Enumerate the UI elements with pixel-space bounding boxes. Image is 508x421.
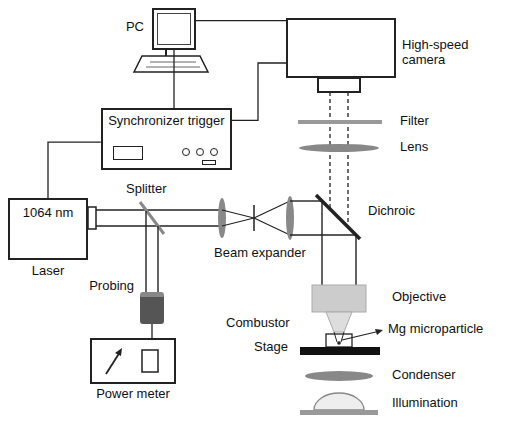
part-label: Mg microparticle (388, 322, 483, 337)
keyboard-keys (150, 62, 196, 63)
device-label: Laser (32, 264, 65, 279)
probe-head: Probing (140, 292, 164, 324)
part-label: Combustor (226, 316, 290, 331)
switch-slot (202, 160, 216, 165)
lamp-base (300, 410, 378, 415)
part-label: Illumination (392, 396, 458, 411)
part-label: Stage (254, 340, 288, 355)
device-label: Power meter (96, 387, 170, 402)
laser-beam (222, 210, 254, 218)
readout (142, 350, 158, 372)
laser-beam (290, 234, 356, 235)
condenser (305, 371, 373, 381)
signal-wire (151, 324, 152, 338)
laser-beam (254, 218, 290, 235)
signal-wire (196, 20, 286, 21)
signal-wire (48, 142, 101, 198)
part-label: Splitter (126, 182, 166, 197)
part-label: Filter (400, 114, 429, 129)
wavelength-text: 1064 nm (10, 206, 86, 221)
display-window (113, 146, 143, 160)
lamp-dome (314, 393, 364, 410)
laser-box: 1064 nmLaser (8, 198, 88, 260)
meter-dial (92, 340, 174, 382)
mg-particle (337, 341, 341, 345)
stage (300, 347, 380, 355)
keyboard (134, 56, 208, 72)
beam-splitter (140, 202, 164, 234)
device-label: PC (126, 20, 144, 35)
keyboard-keys (146, 67, 200, 68)
laser-aperture (88, 207, 96, 229)
leader-arrow (375, 329, 383, 335)
signal-wire (173, 50, 174, 108)
control-knob (182, 148, 190, 156)
monitor-stand (165, 50, 167, 56)
device-label: Synchronizer trigger (103, 114, 230, 129)
part-label: Condenser (392, 368, 456, 383)
control-knob (210, 148, 218, 156)
filter (298, 120, 382, 124)
part-label: Beam expander (214, 246, 306, 261)
expander-lens (218, 198, 226, 238)
probe-beam (145, 211, 146, 292)
leader-line (342, 331, 380, 340)
laser-beam (222, 218, 254, 226)
control-knob (196, 148, 204, 156)
power-meter-box: Power meter (90, 338, 176, 384)
part-label: Dichroic (368, 204, 415, 219)
laser-beam (96, 209, 222, 210)
needle-head (115, 348, 122, 356)
laser-beam (290, 200, 322, 201)
combustor (326, 334, 352, 347)
camera-body: High-speed camera (286, 18, 396, 78)
lens (299, 144, 379, 152)
part-label: Objective (392, 290, 446, 305)
device-label: High-speed camera (402, 38, 474, 68)
needle (106, 352, 120, 374)
signal-wire (232, 63, 286, 120)
objective (312, 285, 366, 312)
pc-monitor: PC (152, 8, 196, 50)
part-label: Lens (400, 140, 428, 155)
expander-lens (286, 196, 294, 240)
camera-lens (318, 78, 360, 92)
synchronizer-box: Synchronizer trigger (101, 108, 232, 170)
objective-tip (326, 312, 352, 332)
device-label: Probing (89, 279, 134, 294)
laser-beam (321, 201, 322, 285)
laser-beam (254, 201, 290, 218)
probe-beam (157, 226, 158, 292)
laser-beam (355, 235, 356, 285)
imaging-path (347, 92, 348, 228)
